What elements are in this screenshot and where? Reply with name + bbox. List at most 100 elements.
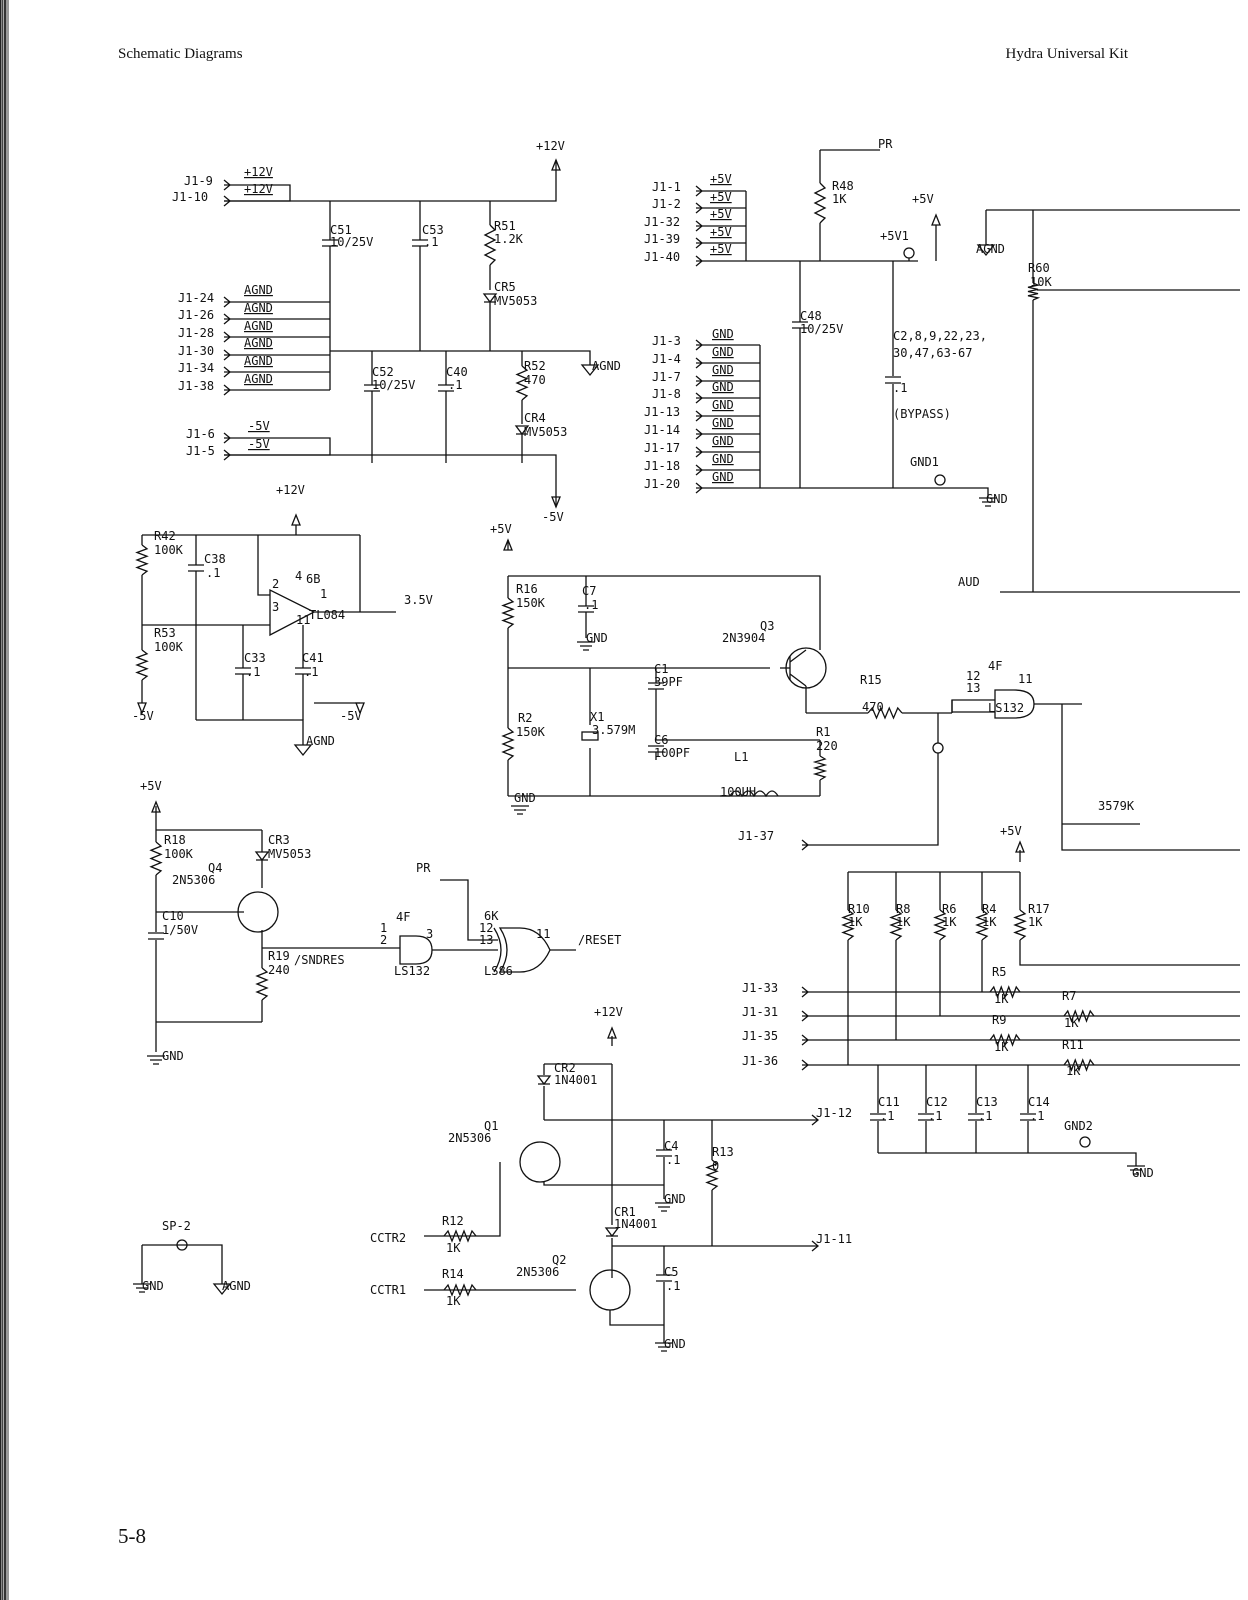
label-tl084: TL084	[309, 608, 345, 622]
analog-ground-symbol	[976, 244, 996, 257]
label-j132: J1-32	[644, 215, 680, 229]
label-v35: 3.5V	[404, 593, 433, 607]
label-c1v: 39PF	[654, 675, 683, 689]
capacitor-symbol	[656, 1149, 672, 1157]
label-c4: C4	[664, 1139, 678, 1153]
label-r51v: 1.2K	[494, 232, 524, 246]
label-r16v: 150K	[516, 596, 546, 610]
label-c38v: .1	[206, 566, 220, 580]
label-r13v: 0	[712, 1159, 719, 1173]
label-r60: R60	[1028, 261, 1050, 275]
label-cr5v: MV5053	[494, 294, 537, 308]
supply-arrow	[151, 800, 161, 813]
label-p4: 4	[295, 569, 302, 583]
label-q1p: 1	[380, 921, 387, 935]
diode-symbol	[604, 1227, 620, 1238]
label-r1: R1	[816, 725, 830, 739]
header-right: Hydra Universal Kit	[1005, 46, 1128, 62]
label-q3p: 3	[426, 927, 433, 941]
resistor-symbol	[1027, 282, 1041, 301]
label-gnda: GND	[986, 492, 1008, 506]
label-j128: J1-28	[178, 326, 214, 340]
label-g2: GND	[712, 345, 734, 359]
resistor-symbol	[515, 365, 529, 401]
label-ag6: AGND	[244, 372, 273, 386]
label-r2: R2	[518, 711, 532, 725]
label-p5d: +5V	[1000, 824, 1022, 838]
ground-symbol	[577, 641, 595, 651]
label-q2p: 2	[380, 933, 387, 947]
header-left: Schematic Diagrams	[118, 46, 243, 62]
label-c13v: .1	[978, 1109, 992, 1123]
label-l1: L1	[734, 750, 748, 764]
label-agnd4: AGND	[222, 1279, 251, 1293]
wire-172	[142, 1244, 223, 1284]
label-gndb: GND	[586, 631, 608, 645]
connector-chevron	[801, 839, 810, 851]
wire-51	[760, 487, 989, 498]
wire-15	[330, 350, 591, 365]
wire-23	[224, 437, 331, 456]
label-cr2v: 1N4001	[554, 1073, 597, 1087]
label-j13: J1-3	[652, 334, 681, 348]
wire-24	[224, 454, 557, 507]
label-ag5: AGND	[244, 354, 273, 368]
analog-ground-symbol	[212, 1283, 232, 1296]
resistor-symbol	[135, 544, 149, 576]
connector-chevron	[801, 986, 810, 998]
label-c5: C5	[664, 1265, 678, 1279]
label-c40: C40	[446, 365, 468, 379]
label-c12: C12	[926, 1095, 948, 1109]
label-byv: .1	[893, 381, 907, 395]
resistor-symbol	[149, 841, 163, 876]
label-gnd1: GND1	[910, 455, 939, 469]
wire-64	[257, 535, 270, 596]
label-g3: GND	[712, 363, 734, 377]
label-c14v: .1	[1030, 1109, 1044, 1123]
resistor-symbol	[867, 706, 903, 720]
label-cr3: CR3	[268, 833, 290, 847]
label-r42: R42	[154, 529, 176, 543]
resistor-symbol	[889, 909, 903, 941]
label-q1v: 2N5306	[448, 1131, 491, 1145]
transistor-q1	[519, 1141, 561, 1183]
resistor-symbol	[1013, 909, 1027, 941]
wire-1	[224, 160, 557, 202]
label-m5e: -5V	[340, 709, 362, 723]
resistor-symbol	[705, 1159, 719, 1191]
label-c33v: .1	[246, 665, 260, 679]
wire-126	[440, 879, 498, 941]
label-j133: J1-33	[742, 981, 778, 995]
label-j114: J1-14	[644, 423, 680, 437]
label-j110: J1-10	[172, 190, 208, 204]
label-c41v: .1	[304, 665, 318, 679]
transistor-q2	[589, 1269, 631, 1311]
label-r16: R16	[516, 582, 538, 596]
capacitor-symbol	[870, 1113, 886, 1121]
test-point-5v1	[903, 247, 915, 259]
label-r7v: 1K	[1064, 1016, 1079, 1030]
wire-104	[951, 700, 995, 713]
label-agnd2: AGND	[976, 242, 1005, 256]
label-c52: C52	[372, 365, 394, 379]
label-j136: J1-36	[742, 1054, 778, 1068]
label-c11: C11	[878, 1095, 900, 1109]
label-c48v: 10/25V	[800, 322, 843, 336]
label-q1: Q1	[484, 1119, 498, 1133]
label-ag3: AGND	[244, 319, 273, 333]
label-c41: C41	[302, 651, 324, 665]
label-r12v: 1K	[446, 1241, 461, 1255]
resistor-symbol	[135, 649, 149, 681]
label-r17v: 1K	[1028, 915, 1043, 929]
capacitor-symbol	[648, 745, 664, 753]
label-c40v: .1	[448, 378, 462, 392]
ground-symbol	[511, 805, 529, 815]
label-j120: J1-20	[644, 477, 680, 491]
label-c33: C33	[244, 651, 266, 665]
label-r9: R9	[992, 1013, 1006, 1027]
resistor-symbol	[812, 755, 828, 781]
label-r53: R53	[154, 626, 176, 640]
resistor-symbol	[501, 727, 515, 761]
label-c7: C7	[582, 584, 596, 598]
